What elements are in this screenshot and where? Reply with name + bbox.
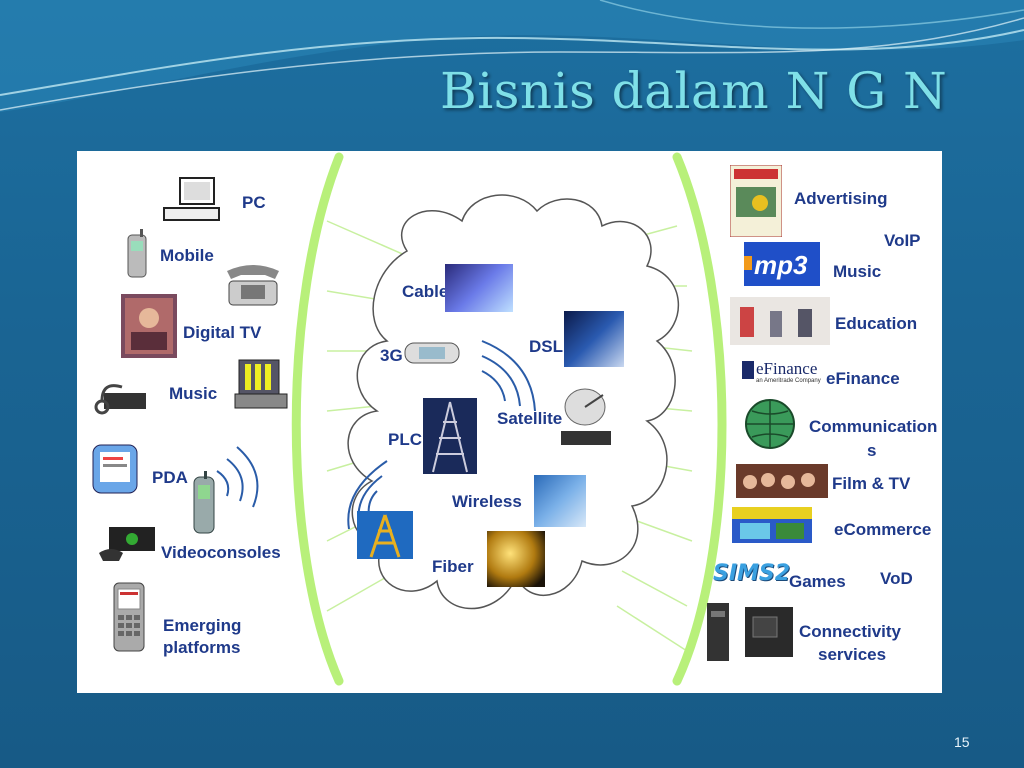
left-bracket [291,152,344,686]
advertising-icon [730,165,782,237]
network-cloud [347,194,679,610]
telephone-icon [219,259,287,309]
service-label-communications-1: Communication [809,417,938,436]
network-label-fiber: Fiber [432,557,474,576]
service-label-advertising: Advertising [794,189,888,208]
mobile-phone-icon [125,229,149,279]
device-label-digital-tv: Digital TV [183,323,262,342]
device-label-pc: PC [242,193,266,212]
device-label-videoconsoles: Videoconsoles [161,543,281,562]
service-label-voip: VoIP [884,231,921,250]
service-label-ecommerce: eCommerce [834,520,932,539]
wireless-devices-icon [534,475,586,527]
service-label-vod: VoD [880,569,913,588]
game-console-icon [97,523,159,563]
network-label-plc: PLC [388,430,422,449]
handheld-3g-icon [403,339,461,367]
pc-icon [162,176,227,224]
network-label-wireless: Wireless [452,492,522,511]
efinance-logo: eFinance an Ameritrade Company [742,359,828,387]
service-label-music: Music [833,262,882,281]
mp3-icon: mp3 [744,242,820,286]
network-label-dsl: DSL [529,337,563,356]
header-waves [0,0,1024,112]
satellite-dish-icon [555,385,615,449]
service-label-education: Education [835,314,918,333]
service-label-connectivity-1: Connectivity [799,622,902,641]
service-label-games: Games [789,572,846,591]
globe-icon [740,397,802,451]
cable-icon [445,264,513,312]
smartphone-icon [110,579,148,655]
dsl-icon [564,311,624,367]
network-label-3g: 3G [380,346,403,365]
network-label-cable: Cable [402,282,449,301]
device-label-mobile: Mobile [160,246,214,265]
film-tv-icon [736,464,828,498]
device-label-music: Music [169,384,218,403]
sims2-logo: SIMS2 [713,561,791,586]
digital-tv-icon [121,294,177,358]
slide-title: Bisnis dalam N G N [440,62,948,120]
device-label-pda: PDA [152,468,188,487]
service-label-communications-2: s [867,441,877,460]
set-top-box-icon [233,356,289,412]
svg-text:mp3: mp3 [754,250,808,280]
page-number: 15 [954,734,970,750]
device-label-emerging-1: Emerging [163,616,242,635]
network-label-satellite: Satellite [497,409,563,428]
service-label-film-tv: Film & TV [832,474,911,493]
diagram-graphics [216,152,727,686]
ngn-diagram: PC Mobile Digital TV Music PDA Videocons… [77,151,942,693]
right-bracket [672,152,727,686]
pda-icon [87,441,141,497]
cell-phone-icon [190,471,218,535]
tower-icon [357,511,413,559]
music-player-icon [92,379,148,419]
power-tower-icon [423,398,477,474]
service-label-connectivity-2: services [818,645,887,664]
service-label-efinance: eFinance [826,369,900,388]
fiber-optic-icon [487,531,545,587]
server-icon [705,601,797,663]
education-icon [730,297,830,345]
ecommerce-icon [732,507,812,543]
device-label-emerging-2: platforms [163,638,241,657]
